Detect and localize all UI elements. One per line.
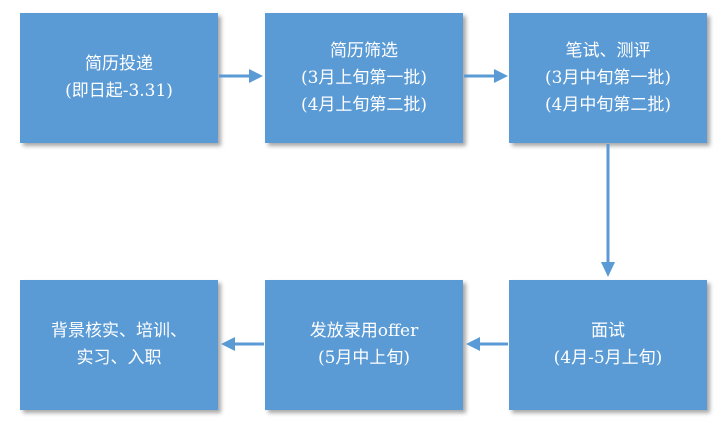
step-date: (3月上旬第一批) (300, 67, 428, 88)
step-resume-screening: 简历筛选 (3月上旬第一批) (4月上旬第二批) (265, 13, 463, 143)
step-title: 简历筛选 (330, 40, 398, 61)
step-title: 面试 (591, 321, 625, 341)
step-title: 背景核实、培训、 (51, 321, 187, 341)
step-resume-submission: 简历投递 (即日起-3.31) (20, 13, 218, 143)
step-title: 笔试、测评 (565, 40, 651, 61)
step-date: (4月-5月上旬) (553, 348, 663, 368)
step-interview: 面试 (4月-5月上旬) (509, 280, 707, 410)
arrow-right-icon (464, 69, 508, 83)
arrow-left-icon (221, 337, 264, 351)
arrow-right-icon (219, 69, 263, 83)
step-written-test: 笔试、测评 (3月中旬第一批) (4月中旬第二批) (509, 13, 707, 143)
step-date: (5月中上旬) (317, 348, 411, 368)
step-date: (4月上旬第二批) (300, 94, 428, 115)
step-date: (即日起-3.31) (65, 81, 173, 101)
step-background-check: 背景核实、培训、 实习、入职 (20, 280, 218, 410)
step-title: 发放录用offer (309, 321, 419, 341)
arrow-left-icon (466, 337, 508, 351)
step-date: (3月中旬第一批) (544, 67, 672, 88)
step-date: (4月中旬第二批) (544, 94, 672, 115)
step-title: 实习、入职 (76, 348, 162, 368)
step-offer: 发放录用offer (5月中上旬) (265, 280, 463, 410)
step-title: 简历投递 (85, 54, 153, 74)
arrow-down-icon (601, 144, 615, 277)
